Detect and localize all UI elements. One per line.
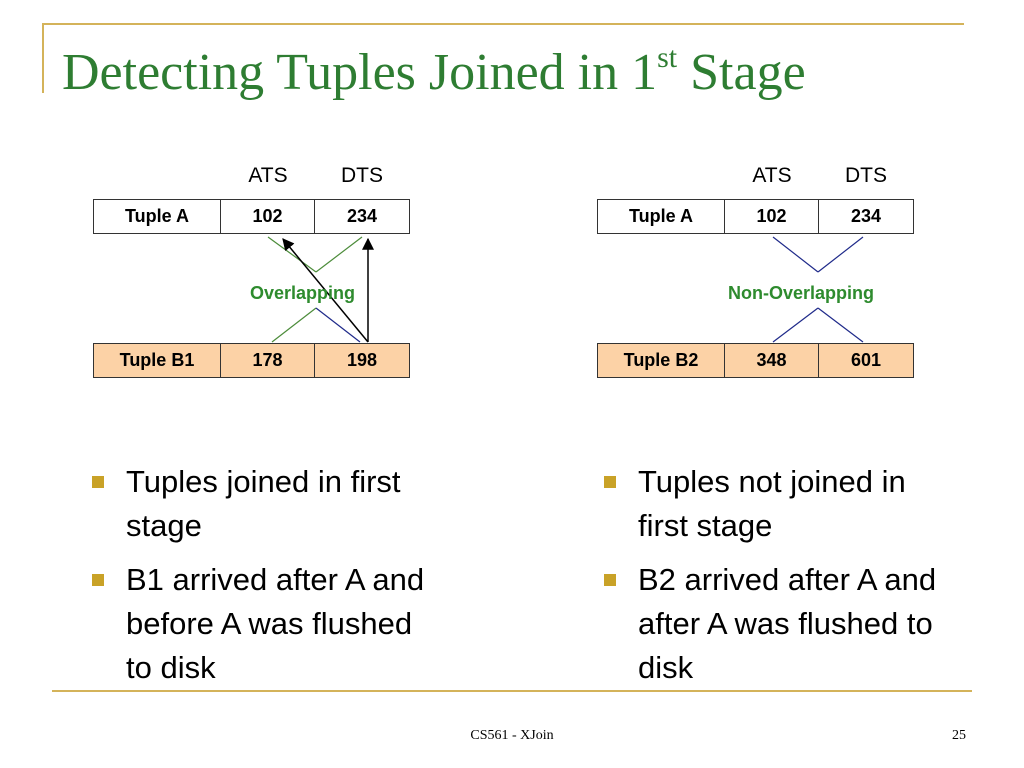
left-b-v-line: [271, 307, 317, 343]
tuple-name: Tuple B1: [94, 344, 221, 377]
left-a-v-line: [315, 236, 363, 273]
bullet-item: B2 arrived after A and after A was flush…: [600, 558, 945, 690]
bullet-square-icon: [604, 574, 616, 586]
left-tuple-b1-row: Tuple B1 178 198: [93, 343, 410, 378]
bullet-square-icon: [92, 574, 104, 586]
bullet-square-icon: [92, 476, 104, 488]
right-a-v-line: [772, 236, 819, 273]
ats-value: 102: [725, 200, 819, 233]
ats-value: 348: [725, 344, 819, 377]
right-dts-header: DTS: [845, 164, 887, 187]
ats-value: 102: [221, 200, 315, 233]
footer-divider: [52, 690, 972, 692]
right-ats-header: ATS: [752, 164, 792, 187]
non-overlap-status-label: Non-Overlapping: [728, 283, 875, 303]
tuple-name: Tuple A: [598, 200, 725, 233]
left-ats-header: ATS: [248, 164, 288, 187]
right-tuple-b2-row: Tuple B2 348 601: [597, 343, 914, 378]
left-dts-header: DTS: [341, 164, 383, 187]
dts-value: 198: [346, 350, 378, 370]
right-tuple-a-row: Tuple A 102 234: [597, 199, 914, 234]
left-bullet-list: Tuples joined in first stage B1 arrived …: [88, 460, 428, 700]
footer-course: CS561 - XJoin: [470, 728, 554, 743]
page-number: 25: [952, 728, 966, 743]
bullet-item: B1 arrived after A and before A was flus…: [88, 558, 428, 690]
bullet-square-icon: [604, 476, 616, 488]
left-a-v-line: [267, 236, 317, 273]
overlap-status-label: Overlapping: [250, 283, 356, 303]
bullet-item: Tuples joined in first stage: [88, 460, 428, 548]
left-b-v-line: [315, 307, 361, 343]
dts-value: 234: [850, 206, 882, 226]
right-bullet-list: Tuples not joined in first stage B2 arri…: [600, 460, 945, 700]
dts-value: 601: [850, 350, 882, 370]
left-tuple-a-row: Tuple A 102 234: [93, 199, 410, 234]
bullet-item: Tuples not joined in first stage: [600, 460, 945, 548]
left-frame-line: [42, 23, 44, 93]
right-b-v-line: [817, 307, 864, 343]
slide-title: Detecting Tuples Joined in 1st Stage: [62, 41, 806, 102]
tuple-name: Tuple A: [94, 200, 221, 233]
right-a-v-line: [817, 236, 864, 273]
dts-value: 234: [346, 206, 378, 226]
top-frame-line: [42, 23, 964, 25]
overlap-arrow: [282, 238, 369, 343]
tuple-name: Tuple B2: [598, 344, 725, 377]
right-b-v-line: [772, 307, 819, 343]
ats-value: 178: [221, 344, 315, 377]
